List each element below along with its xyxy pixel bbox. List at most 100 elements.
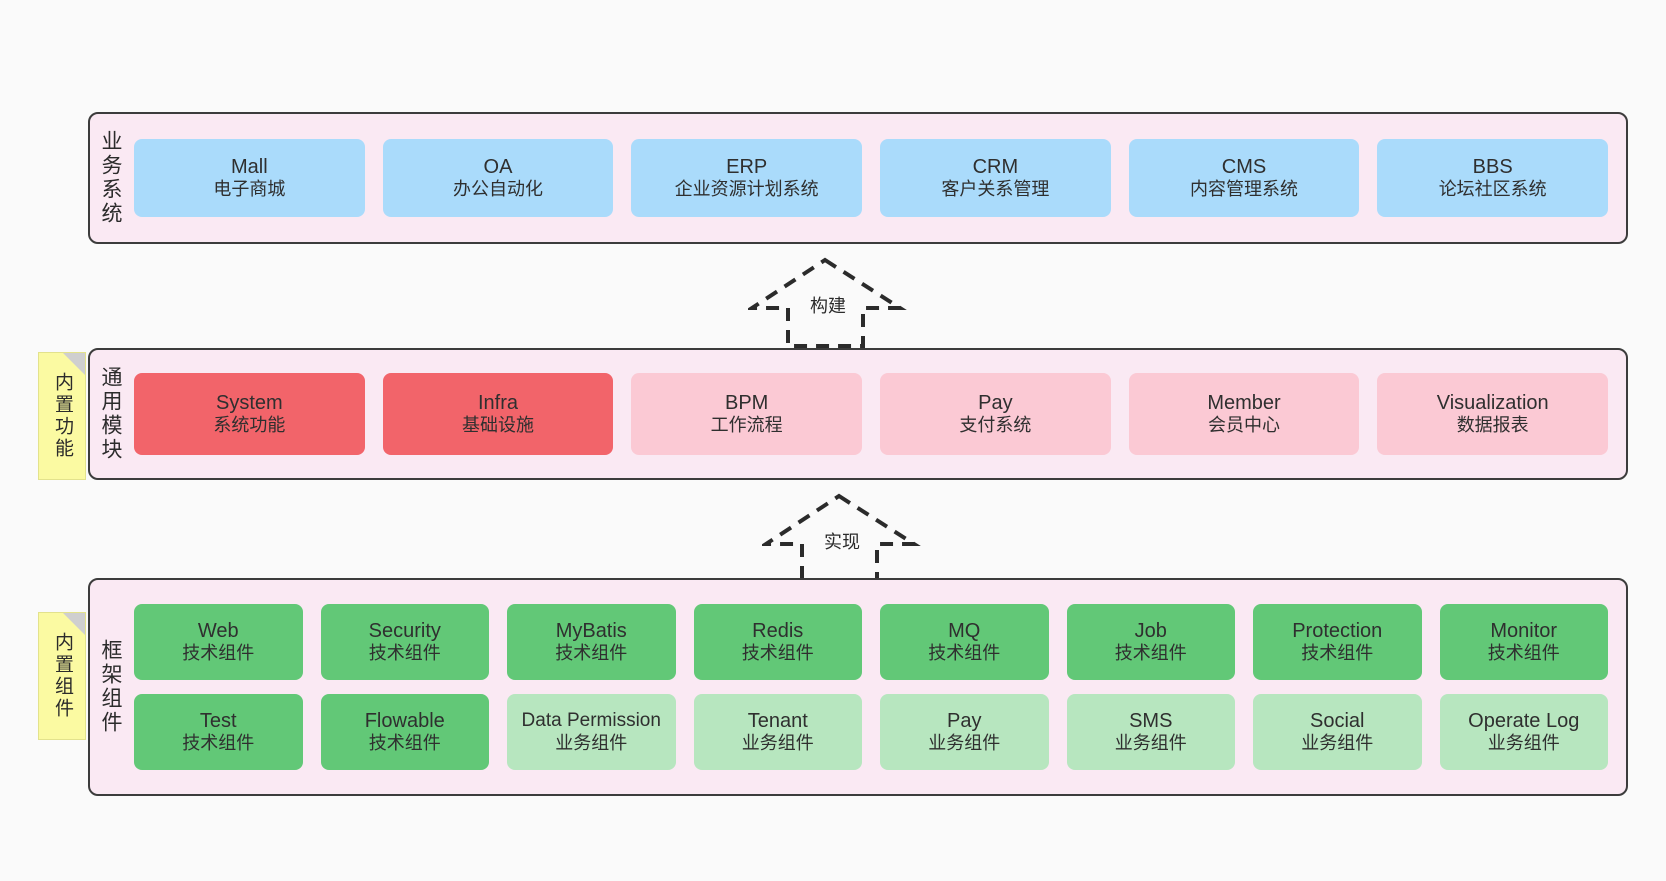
card-title: Pay — [978, 391, 1013, 414]
card-title: Infra — [477, 391, 519, 414]
card-tenant[interactable]: Tenant 业务组件 — [693, 694, 862, 770]
card-member[interactable]: Member 会员中心 — [1128, 373, 1360, 455]
card-subtitle: 企业资源计划系统 — [674, 179, 819, 200]
layer-common-modules: 通用模块 System 系统功能 Infra 基础设施 BPM 工作流程 Pay… — [88, 348, 1628, 480]
card-subtitle: 数据报表 — [1456, 415, 1529, 436]
note-label: 内置组件 — [51, 632, 73, 720]
card-title: Security — [368, 619, 441, 642]
card-title: BPM — [725, 391, 769, 414]
card-title: SMS — [1129, 709, 1173, 732]
card-subtitle: 系统功能 — [213, 415, 286, 436]
card-title: Test — [199, 709, 237, 732]
card-row: Mall 电子商城 OA 办公自动化 ERP 企业资源计划系统 CRM 客户关系… — [134, 139, 1609, 217]
layer-body-business-systems: Mall 电子商城 OA 办公自动化 ERP 企业资源计划系统 CRM 客户关系… — [130, 114, 1626, 242]
card-subtitle: 业务组件 — [1114, 733, 1187, 754]
card-data-permission[interactable]: Data Permission 业务组件 — [507, 694, 676, 770]
card-subtitle: 支付系统 — [959, 415, 1032, 436]
card-title: Monitor — [1490, 619, 1558, 642]
card-title: MyBatis — [555, 619, 627, 642]
card-title: ERP — [726, 155, 768, 178]
card-title: Job — [1134, 619, 1167, 642]
card-title: MQ — [948, 619, 981, 642]
card-subtitle: 基础设施 — [462, 415, 534, 436]
card-cms[interactable]: CMS 内容管理系统 — [1128, 139, 1360, 217]
card-subtitle: 技术组件 — [1487, 643, 1560, 664]
card-test[interactable]: Test 技术组件 — [134, 694, 303, 770]
card-web[interactable]: Web 技术组件 — [134, 604, 303, 680]
card-title: CRM — [972, 155, 1019, 178]
card-subtitle: 业务组件 — [741, 733, 814, 754]
card-redis[interactable]: Redis 技术组件 — [693, 604, 862, 680]
card-subtitle: 业务组件 — [928, 733, 1001, 754]
card-system[interactable]: System 系统功能 — [134, 373, 365, 455]
layer-business-systems: 业务系统 Mall 电子商城 OA 办公自动化 ERP 企业资源计划系统 CRM… — [88, 112, 1628, 244]
card-oa[interactable]: OA 办公自动化 — [382, 139, 614, 217]
card-subtitle: 会员中心 — [1208, 415, 1281, 436]
note-fold-corner — [63, 613, 85, 635]
card-social[interactable]: Social 业务组件 — [1253, 694, 1422, 770]
card-job[interactable]: Job 技术组件 — [1066, 604, 1235, 680]
layer-body-framework-components: Web 技术组件 Security 技术组件 MyBatis 技术组件 Redi… — [130, 580, 1626, 794]
card-subtitle: 业务组件 — [555, 732, 628, 753]
card-mall[interactable]: Mall 电子商城 — [134, 139, 365, 217]
layer-title-framework-components: 框架组件 — [99, 639, 123, 735]
card-row: Web 技术组件 Security 技术组件 MyBatis 技术组件 Redi… — [134, 604, 1608, 680]
card-title: Redis — [752, 619, 804, 642]
card-title: OA — [483, 155, 513, 178]
card-row: System 系统功能 Infra 基础设施 BPM 工作流程 Pay 支付系统… — [134, 373, 1609, 455]
card-title: Operate Log — [1468, 709, 1580, 732]
note-builtin-features: 内置功能 — [38, 352, 86, 480]
card-subtitle: 工作流程 — [710, 415, 783, 436]
card-title: Protection — [1292, 619, 1383, 642]
card-security[interactable]: Security 技术组件 — [320, 604, 489, 680]
card-sms[interactable]: SMS 业务组件 — [1066, 694, 1235, 770]
card-title: CMS — [1221, 155, 1267, 178]
card-subtitle: 技术组件 — [368, 733, 441, 754]
card-pay-module[interactable]: Pay 支付系统 — [880, 373, 1111, 455]
card-protection[interactable]: Protection 技术组件 — [1253, 604, 1422, 680]
card-title: System — [215, 391, 283, 414]
card-subtitle: 技术组件 — [1301, 643, 1374, 664]
layer-framework-components: 框架组件 Web 技术组件 Security 技术组件 MyBatis 技术组件… — [88, 578, 1628, 796]
layer-title-common-modules: 通用模块 — [99, 366, 123, 462]
card-crm[interactable]: CRM 客户关系管理 — [880, 139, 1111, 217]
card-title: Tenant — [747, 709, 808, 732]
card-flowable[interactable]: Flowable 技术组件 — [320, 694, 489, 770]
note-fold-corner — [63, 353, 85, 375]
card-subtitle: 电子商城 — [213, 179, 286, 200]
card-subtitle: 技术组件 — [182, 733, 255, 754]
note-builtin-components: 内置组件 — [38, 612, 86, 740]
card-monitor[interactable]: Monitor 技术组件 — [1439, 604, 1608, 680]
card-subtitle: 业务组件 — [1487, 733, 1560, 754]
layer-title-business-systems: 业务系统 — [99, 130, 123, 226]
card-title: Data Permission — [521, 710, 661, 732]
card-title: Mall — [231, 155, 268, 178]
note-label: 内置功能 — [51, 372, 73, 460]
card-title: Visualization — [1436, 391, 1549, 414]
card-title: Member — [1207, 391, 1281, 414]
card-subtitle: 技术组件 — [555, 643, 628, 664]
card-bbs[interactable]: BBS 论坛社区系统 — [1377, 139, 1609, 217]
card-mq[interactable]: MQ 技术组件 — [880, 604, 1049, 680]
card-operate-log[interactable]: Operate Log 业务组件 — [1439, 694, 1608, 770]
card-mybatis[interactable]: MyBatis 技术组件 — [507, 604, 676, 680]
card-title: Web — [197, 619, 239, 642]
card-subtitle: 办公自动化 — [453, 179, 543, 200]
card-row: Test 技术组件 Flowable 技术组件 Data Permission … — [134, 694, 1608, 770]
card-title: BBS — [1472, 155, 1513, 178]
card-erp[interactable]: ERP 企业资源计划系统 — [631, 139, 863, 217]
card-title: Flowable — [364, 709, 445, 732]
connector-implement-label: 实现 — [822, 528, 862, 554]
card-subtitle: 技术组件 — [1114, 643, 1187, 664]
layer-body-common-modules: System 系统功能 Infra 基础设施 BPM 工作流程 Pay 支付系统… — [130, 350, 1626, 478]
card-bpm[interactable]: BPM 工作流程 — [631, 373, 863, 455]
card-pay-component[interactable]: Pay 业务组件 — [880, 694, 1049, 770]
card-subtitle: 内容管理系统 — [1190, 179, 1299, 200]
card-infra[interactable]: Infra 基础设施 — [382, 373, 614, 455]
card-title: Social — [1310, 709, 1365, 732]
card-title: Pay — [947, 709, 982, 732]
card-visualization[interactable]: Visualization 数据报表 — [1377, 373, 1609, 455]
connector-build-arrow — [745, 256, 908, 348]
card-subtitle: 技术组件 — [182, 643, 255, 664]
